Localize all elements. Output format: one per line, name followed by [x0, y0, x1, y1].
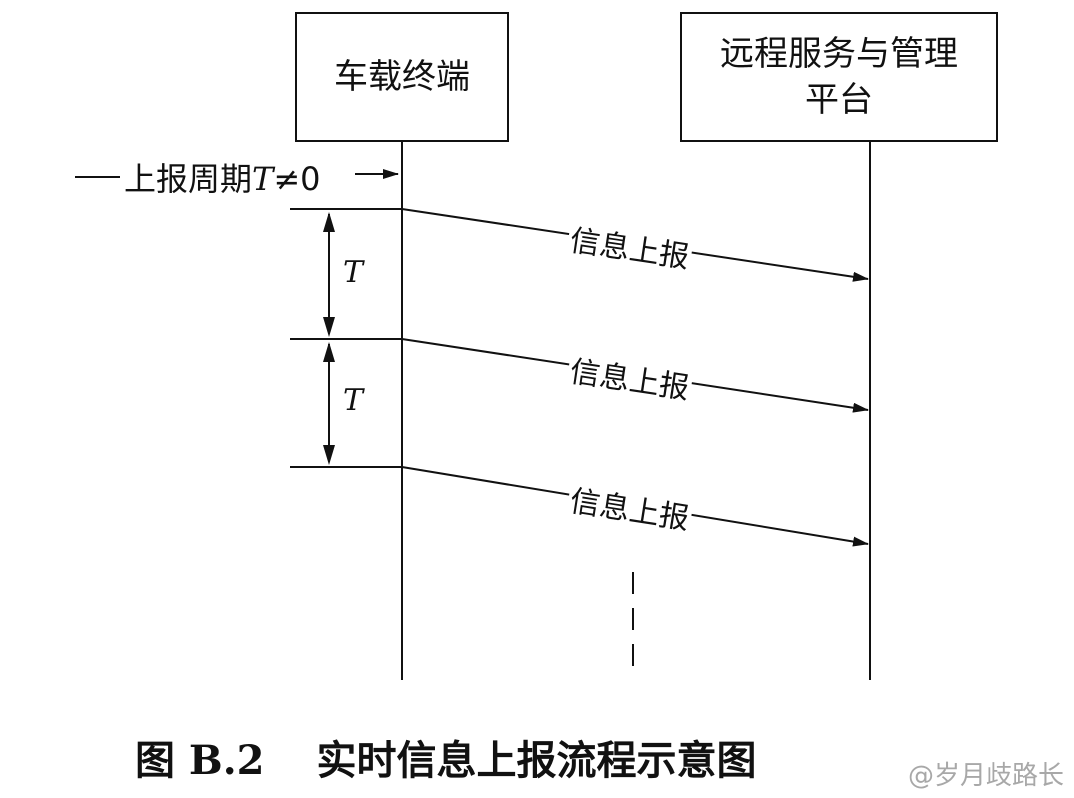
period-label-suffix: ≠0	[273, 160, 321, 198]
period-label: 上报周期T≠0	[124, 154, 321, 200]
participant-remote-platform-label-line1: 远程服务与管理	[720, 34, 958, 74]
participant-vehicle-terminal-label: 车载终端	[334, 57, 470, 97]
lifeline-remote-platform	[869, 140, 871, 680]
participant-remote-platform-label-line2: 平台	[805, 80, 873, 120]
figure-number: 图 B.2	[135, 737, 265, 784]
interval-label-1: T	[343, 255, 364, 290]
period-label-variable: T	[252, 160, 274, 198]
participant-vehicle-terminal: 车载终端	[295, 12, 509, 142]
interval-arrow-1-top	[323, 212, 335, 232]
period-label-prefix: 上报周期	[124, 160, 253, 198]
figure-caption: 图 B.2 实时信息上报流程示意图	[135, 728, 757, 786]
interval-arrow-1-bottom	[323, 317, 335, 337]
interval-arrow-2-bottom	[323, 445, 335, 465]
watermark: @岁月歧路长	[907, 761, 1064, 791]
lifeline-vehicle-terminal	[401, 140, 403, 680]
interval-arrow-2-top	[323, 342, 335, 362]
interval-label-2: T	[343, 383, 364, 418]
participant-remote-platform: 远程服务与管理 平台	[680, 12, 998, 142]
figure-title: 实时信息上报流程示意图	[316, 737, 757, 784]
